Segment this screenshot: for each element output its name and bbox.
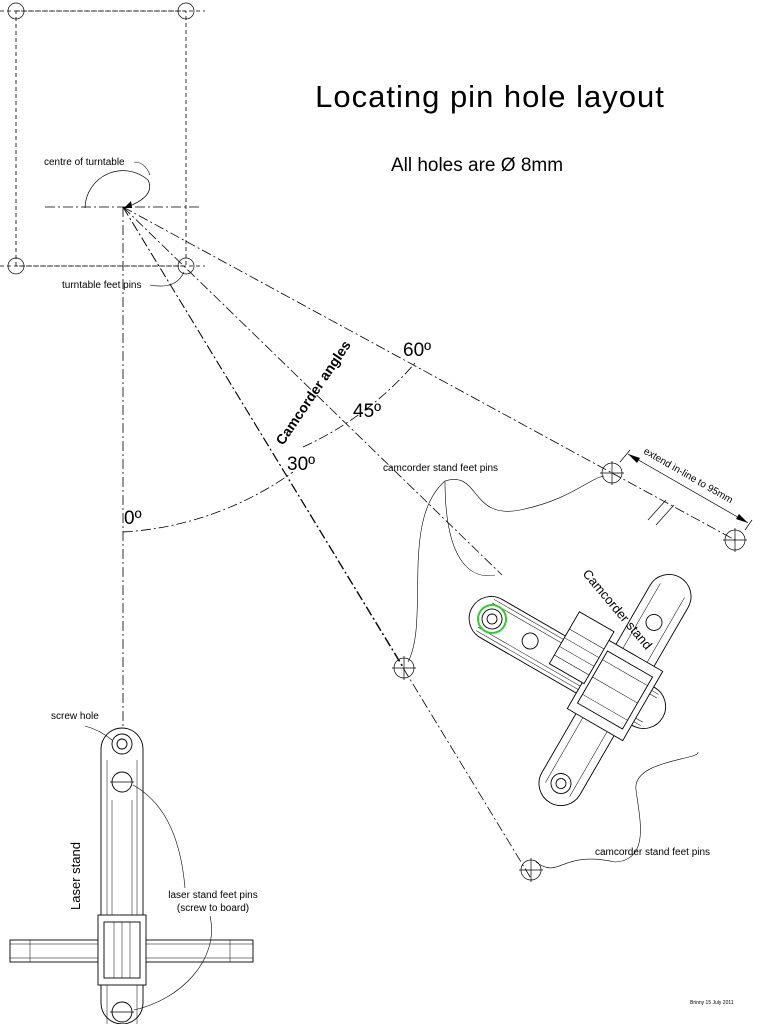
camcorder-feet-pins-leaders-bottom [535,751,699,869]
camcorder-feet-pins-label-top: camcorder stand feet pins [383,463,498,474]
angle-label-30: 30º [287,454,315,475]
angle-label-60: 60º [403,340,431,361]
centre-of-turntable-label: centre of turntable [44,157,125,168]
laser-stand-feet-pins-label-1: laser stand feet pins [168,890,258,901]
extend-dimension [619,449,753,531]
angle-label-0: 0º [124,508,142,529]
angle-arc-45-60 [302,362,416,448]
camcorder-feet-pin-holes [392,461,747,882]
angle-arc-0-30 [122,471,294,533]
camcorder-feet-pins-label-bottom: camcorder stand feet pins [595,847,710,858]
turntable-outline [0,2,205,275]
screw-hole-label: screw hole [51,711,99,722]
drawing-title: Locating pin hole layout [315,79,665,114]
laser-stand-label: Laser stand [68,842,83,910]
angle-label-45: 45º [353,401,381,422]
turntable-centre-mark [45,170,200,209]
drawing-subtitle: All holes are Ø 8mm [391,155,563,176]
camcorder-stand [468,574,692,806]
camcorder-feet-pins-leaders-top [407,475,605,663]
laser-stand [9,727,254,1024]
signature: Brinny 15 July 2011 [690,1000,734,1006]
camcorder-angles-label: Camcorder angles [272,337,354,447]
extend-in-line-label: extend in-line to 95mm [642,446,735,506]
turntable-feet-pins-label: turntable feet pins [62,280,142,291]
laser-stand-feet-pins-label-2: (screw to board) [177,903,249,914]
